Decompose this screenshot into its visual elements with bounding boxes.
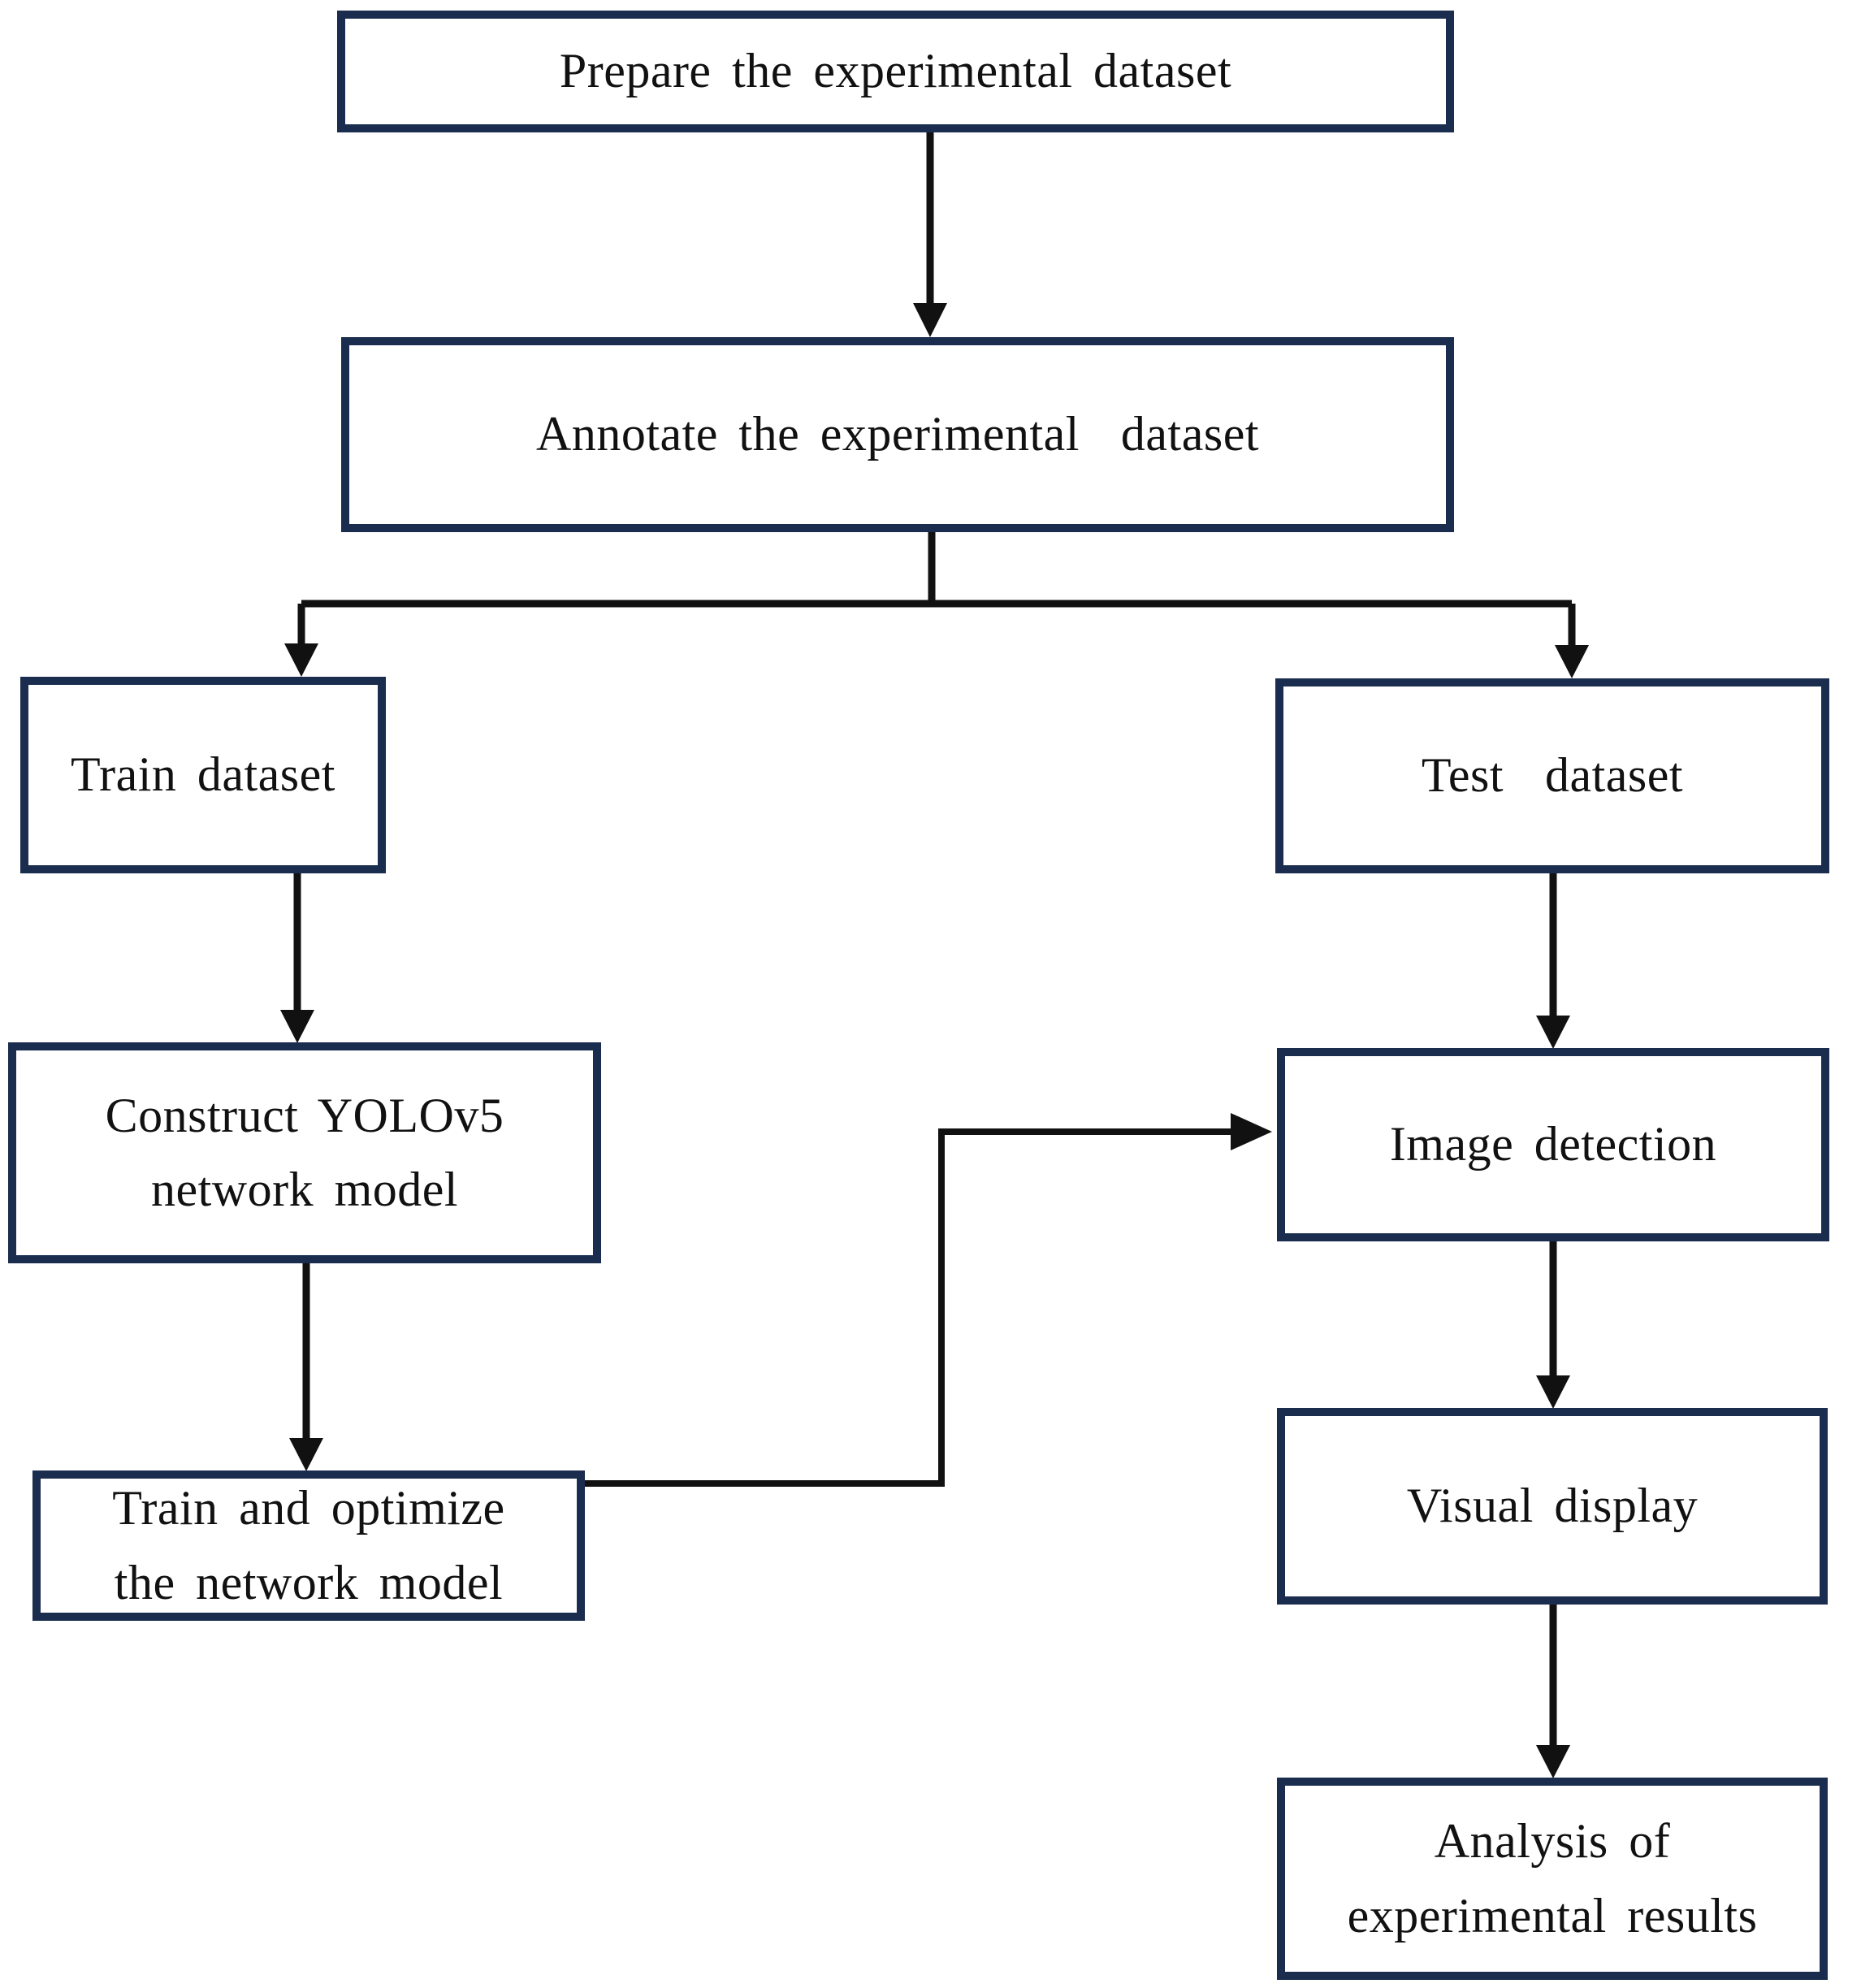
node-label-line: the network model (114, 1555, 504, 1609)
connector-image-detection-to-visual-display (1536, 1241, 1570, 1409)
connector-annotate-to-train-dataset (284, 604, 318, 677)
node-train-optimize[interactable]: Train and optimize the network model (32, 1470, 585, 1621)
node-label-line: Prepare the experimental dataset (559, 44, 1232, 98)
node-label-line: network model (150, 1163, 459, 1216)
node-visual-display[interactable]: Visual display (1277, 1408, 1828, 1605)
node-label-line: experimental results (1347, 1888, 1758, 1943)
node-label-line: Train dataset (71, 747, 335, 802)
node-label-line: Annotate the experimental dataset (536, 407, 1259, 461)
connector-test-dataset-to-image-detection (1536, 873, 1570, 1049)
node-prepare-dataset[interactable]: Prepare the experimental dataset (337, 11, 1454, 132)
node-label-line: Analysis of (1434, 1814, 1671, 1869)
node-label-line: Visual display (1406, 1479, 1699, 1533)
node-annotate-dataset[interactable]: Annotate the experimental dataset (341, 337, 1454, 532)
connector-train-dataset-to-construct (280, 873, 314, 1043)
connector-construct-to-train-optimize (289, 1263, 323, 1471)
node-label-line: Construct YOLOv5 (105, 1088, 504, 1142)
node-construct-yolov5[interactable]: Construct YOLOv5 network model (8, 1042, 601, 1263)
connector-annotate-split-bus (301, 532, 1572, 608)
node-analysis-results[interactable]: Analysis of experimental results (1277, 1778, 1828, 1980)
node-label-line: Test dataset (1421, 748, 1684, 803)
connector-prepare-to-annotate (913, 132, 947, 337)
connector-annotate-to-test-dataset (1555, 604, 1589, 678)
connector-train-optimize-to-image-detection (585, 1113, 1272, 1487)
node-label-line: Image detection (1389, 1117, 1717, 1172)
node-label-line: Train and optimize (112, 1481, 505, 1535)
node-image-detection[interactable]: Image detection (1277, 1048, 1829, 1241)
connector-visual-display-to-analysis (1536, 1605, 1570, 1778)
node-train-dataset[interactable]: Train dataset (20, 677, 386, 873)
node-test-dataset[interactable]: Test dataset (1275, 678, 1829, 873)
